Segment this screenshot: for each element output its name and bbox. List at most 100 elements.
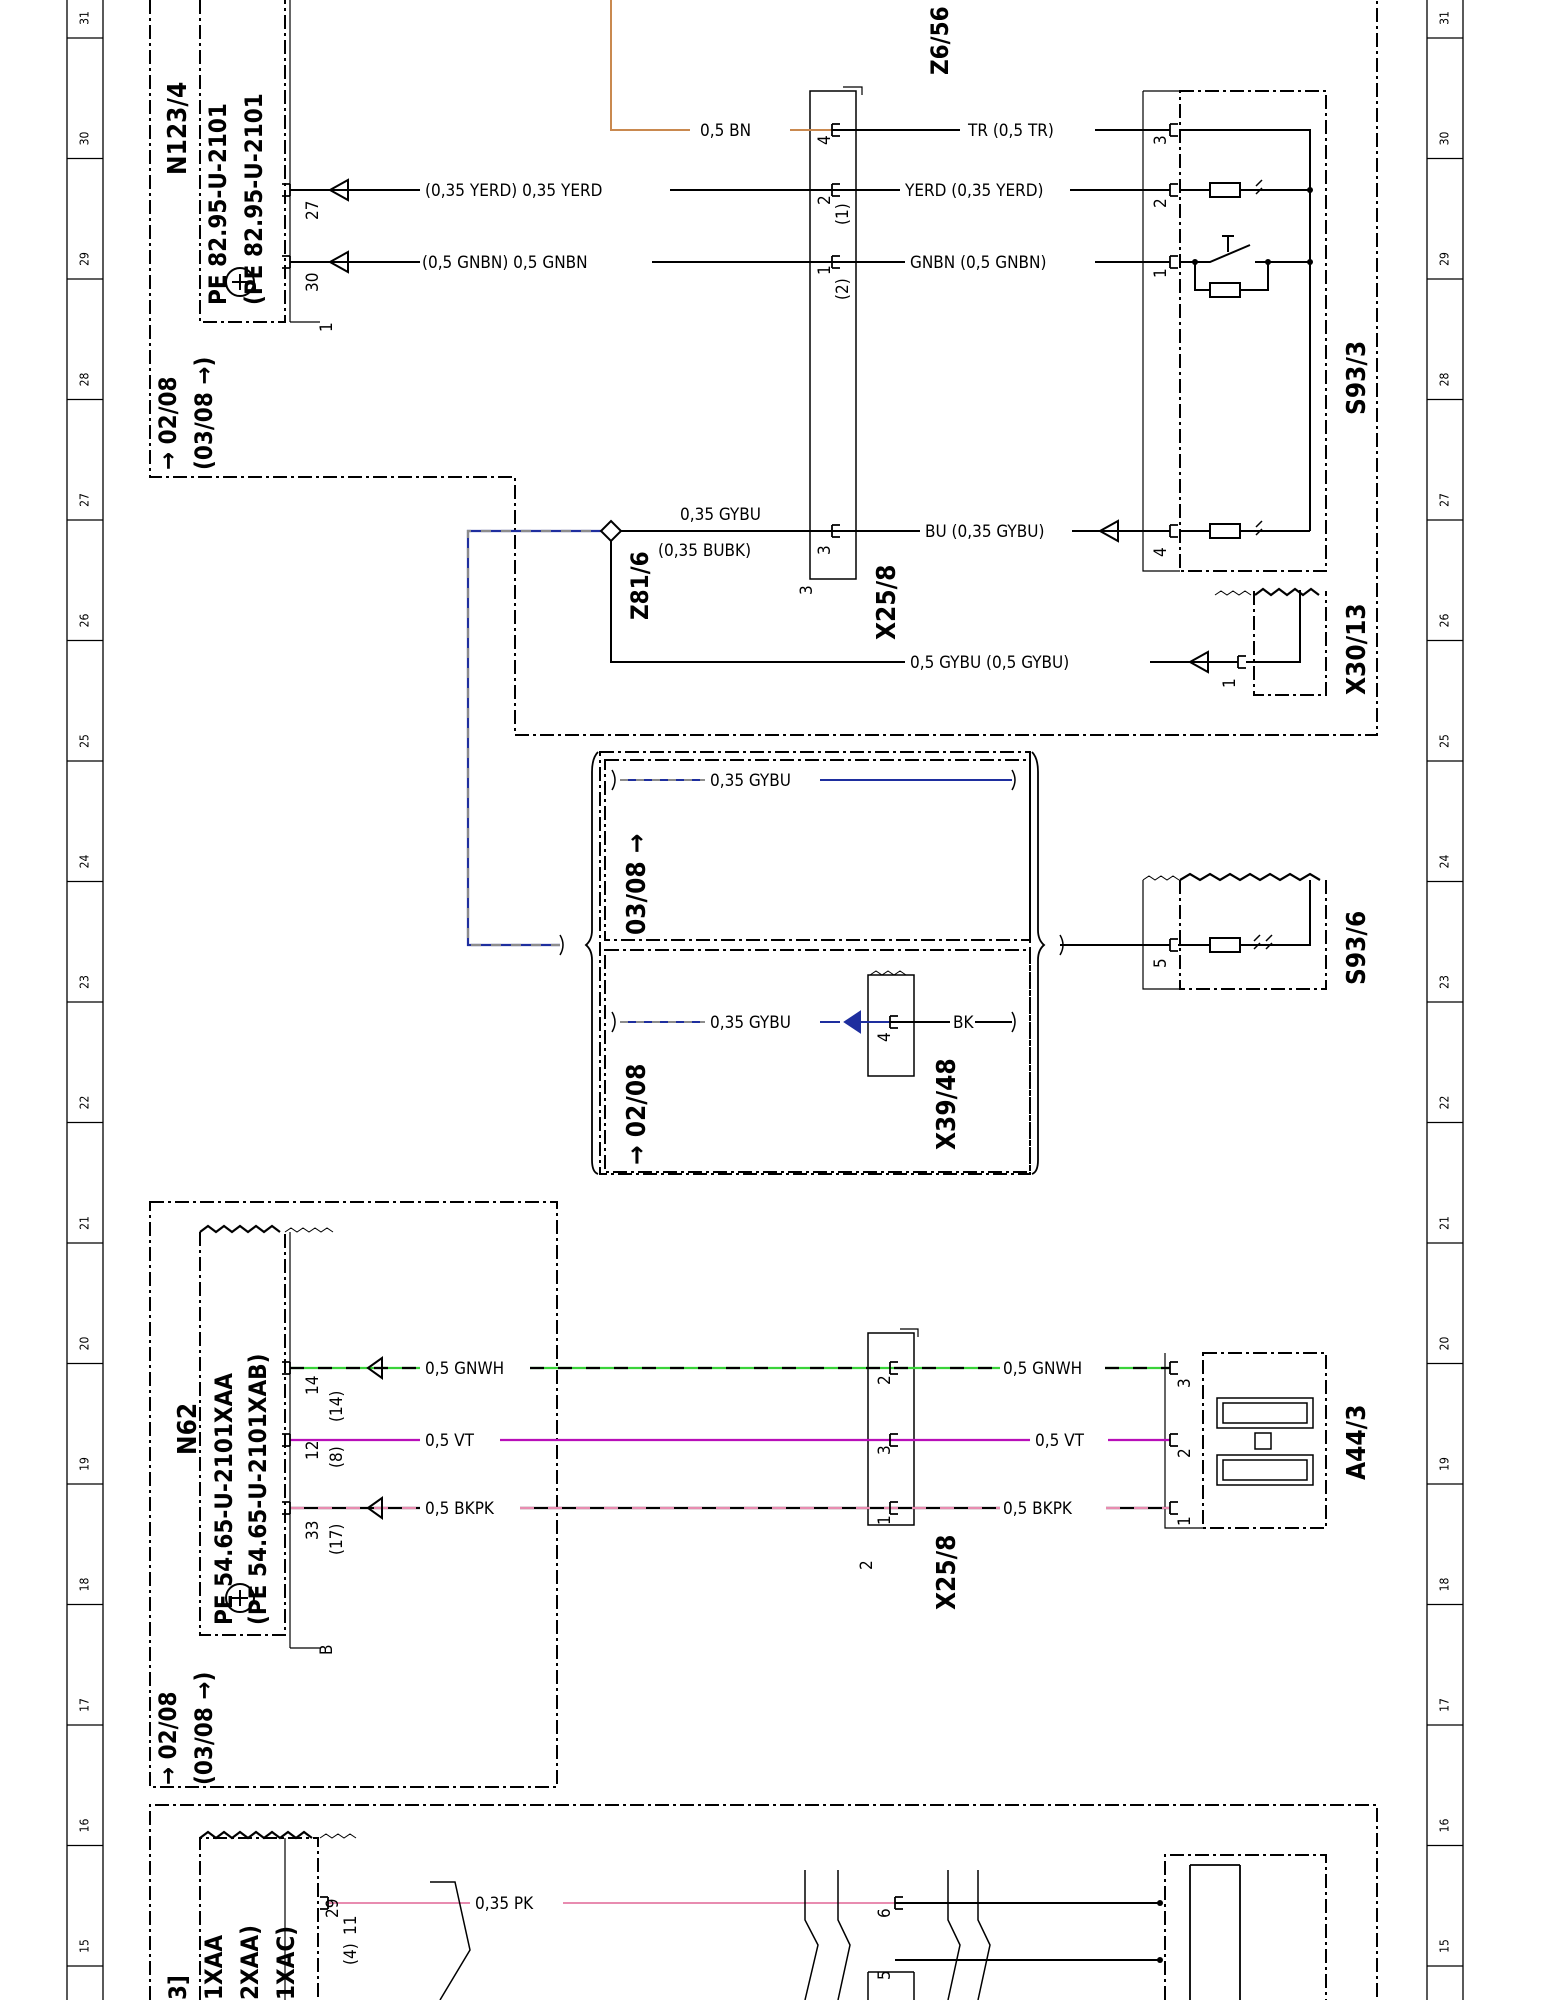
n62-ground-ref: B — [317, 1645, 337, 1656]
z81-6-designation: Z81/6 — [626, 551, 654, 620]
ruler-number: 24 — [1438, 855, 1452, 869]
a44-3-pin-2: 2 — [1175, 1448, 1195, 1458]
n123-part-number-2: (PE 82.95-U-2101 — [240, 93, 268, 305]
label-vt-left: 0,5 VT — [425, 1431, 475, 1451]
n123-control-unit-box — [199, 0, 286, 323]
module-enclosure-top — [149, 0, 1378, 736]
ruler-number: 30 — [1438, 132, 1452, 146]
x30-13-connector-box — [1253, 591, 1327, 696]
n123-part-number-1: PE 82.95-U-2101 — [204, 103, 232, 305]
ruler-number: 23 — [78, 975, 92, 989]
ruler-number: 15 — [78, 1939, 92, 1953]
ruler-number: 27 — [78, 493, 92, 507]
x25-8-top-designation: X25/8 — [872, 565, 902, 640]
a44-3-designation: A44/3 — [1342, 1405, 1372, 1480]
x25-8-connector-body-bottom — [867, 1332, 915, 1526]
n123-validity-2: (03/08 →) — [190, 357, 218, 470]
ruler-number: 25 — [78, 734, 92, 748]
s93-6-designation: S93/6 — [1342, 911, 1372, 985]
ruler-number: 28 — [1438, 373, 1452, 387]
ruler-number: 25 — [1438, 734, 1452, 748]
n62-module-enclosure — [149, 1201, 558, 1788]
s93-3-pin-4: 4 — [1151, 547, 1171, 557]
x25-top-pin-1-alt: (1) — [833, 203, 853, 225]
ruler-number: 27 — [1438, 493, 1452, 507]
n62-pin-33: 33 — [303, 1521, 323, 1540]
lower-unit-pin-11: 11 — [341, 1916, 361, 1935]
label-gybu-top: 0,35 GYBU — [680, 505, 761, 525]
z81-6-splice-diamond — [599, 519, 623, 543]
label-bu-gybu: BU (0,35 GYBU) — [925, 522, 1044, 542]
x25-top-pin-2: 2 — [815, 195, 835, 205]
label-bubk: (0,35 BUBK) — [658, 541, 751, 561]
s93-3-designation: S93/3 — [1342, 341, 1372, 415]
n62-pin-12: 12 — [303, 1441, 323, 1460]
s93-6-switch-box — [1179, 880, 1327, 990]
n62-part-number-1: PE 54.65-U-2101XAA — [210, 1373, 238, 1625]
wire-gybu-blue — [466, 529, 611, 947]
ruler-number: 31 — [78, 11, 92, 25]
n123-terminal-27: 27 — [303, 201, 323, 220]
option-box-upper — [604, 759, 1031, 941]
lower-connector-pin-6: 6 — [875, 1908, 895, 1918]
ruler-number: 28 — [78, 373, 92, 387]
n62-pin-17-alt: (17) — [327, 1524, 347, 1555]
ruler-number: 17 — [1438, 1698, 1452, 1712]
a44-3-pin-1: 1 — [1175, 1516, 1195, 1526]
label-yerd-left: (0,35 YERD) 0,35 YERD — [425, 181, 602, 201]
x25-top-pin-4: 4 — [815, 135, 835, 145]
n123-transistor-icon — [225, 267, 255, 297]
lower-connector-pin-5: 5 — [875, 1970, 895, 1980]
lower-unit-pin-4: (4) — [341, 1943, 361, 1965]
x25-top-pin-2-alt: (2) — [833, 278, 853, 300]
ruler-number: 17 — [78, 1698, 92, 1712]
option-validity-a: 03/08 → — [622, 834, 652, 935]
label-gybu-upper: 0,35 GYBU — [710, 771, 791, 791]
label-yerd-right: YERD (0,35 YERD) — [904, 181, 1044, 201]
ruler-number: 18 — [78, 1578, 92, 1592]
n123-designation: N123/4 — [163, 82, 193, 175]
ruler-number: 20 — [1438, 1337, 1452, 1351]
ruler-number: 16 — [78, 1819, 92, 1833]
option-box-lower — [604, 949, 1031, 1173]
x30-13-pin-1: 1 — [1220, 678, 1240, 688]
x25-bottom-ref: 2 — [857, 1560, 877, 1570]
n62-validity-1: → 02/08 — [154, 1691, 182, 1785]
ruler-number: 21 — [78, 1216, 92, 1230]
lower-device-box — [1164, 1854, 1327, 2000]
n62-control-unit-box — [199, 1232, 286, 1636]
s93-3-pin-3: 3 — [1151, 135, 1171, 145]
n62-validity-2: (03/08 →) — [190, 1672, 218, 1785]
x39-48-pin-4: 4 — [875, 1032, 895, 1042]
label-x30-wire: 0,5 GYBU (0,5 GYBU) — [910, 653, 1069, 673]
option-validity-b: → 02/08 — [622, 1064, 652, 1165]
ruler-number: 16 — [1438, 1819, 1452, 1833]
x25-bottom-pin-3: 3 — [875, 1445, 895, 1455]
z6-56-designation: Z6/56 — [926, 6, 954, 75]
n62-pin-14: 14 — [303, 1376, 323, 1395]
n123-terminal-30: 30 — [303, 273, 323, 292]
ruler-number: 30 — [78, 132, 92, 146]
lower-unit-line-1: 3] — [164, 1975, 192, 2000]
ruler-number: 26 — [1438, 614, 1452, 628]
ruler-number: 22 — [78, 1096, 92, 1110]
n123-ground-ref: 1 — [317, 322, 337, 332]
ruler-number: 19 — [78, 1457, 92, 1471]
n62-pin-8-alt: (8) — [327, 1446, 347, 1468]
n62-part-number-2: (PE 54.65-U-2101XAB) — [244, 1354, 272, 1626]
ruler-number: 20 — [78, 1337, 92, 1351]
label-bn: 0,5 BN — [700, 121, 751, 141]
a44-3-pin-3: 3 — [1175, 1378, 1195, 1388]
x25-top-pin-3: 3 — [815, 545, 835, 555]
option-box-outer — [599, 751, 1031, 1175]
s93-3-switch-box — [1179, 90, 1327, 572]
ruler-number: 29 — [78, 252, 92, 266]
wire-bn — [610, 0, 690, 131]
label-pk: 0,35 PK — [475, 1894, 534, 1914]
label-bkpk-right: 0,5 BKPK — [1003, 1499, 1073, 1519]
x25-8-bottom-designation: X25/8 — [932, 1535, 962, 1610]
label-gybu-lower: 0,35 GYBU — [710, 1013, 791, 1033]
s93-3-pin-2: 2 — [1151, 198, 1171, 208]
ruler-number: 26 — [78, 614, 92, 628]
